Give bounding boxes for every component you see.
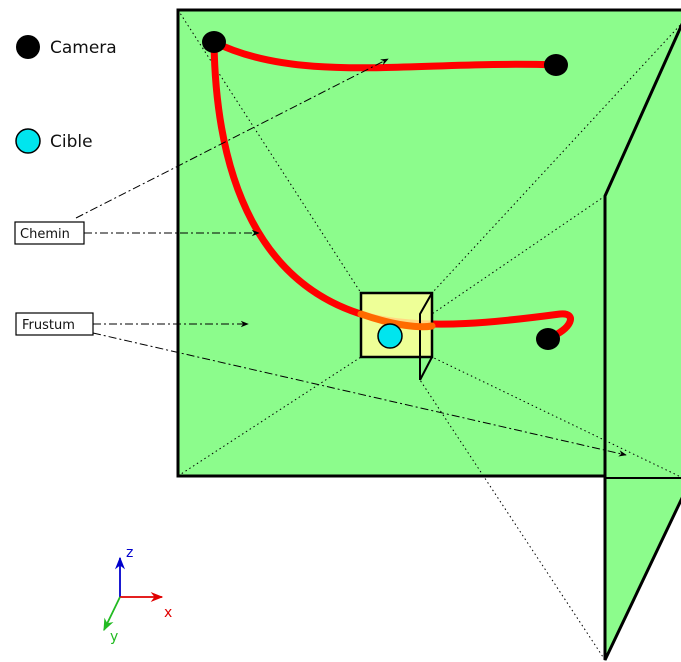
camera-marker	[536, 328, 560, 350]
target-legend-label: Cible	[50, 132, 93, 152]
path-callout: Chemin	[14, 221, 85, 245]
axes-gizmo: z x y	[103, 545, 172, 645]
legend: Camera Cible	[15, 35, 117, 154]
frustum-callout: Frustum	[15, 312, 94, 336]
z-axis-label: z	[126, 545, 133, 561]
y-axis-label: y	[110, 629, 118, 645]
callout-arrows	[75, 58, 627, 457]
camera-marker	[544, 54, 568, 76]
target-legend-icon	[15, 128, 41, 154]
path-callout-label: Chemin	[20, 227, 70, 242]
camera-marker	[202, 31, 226, 53]
camera-legend-icon	[16, 35, 40, 59]
camera-legend-label: Camera	[50, 38, 117, 58]
x-axis-label: x	[164, 605, 172, 621]
frustum-lines	[177, 9, 681, 661]
y-axis	[103, 596, 121, 632]
target-marker	[377, 323, 403, 349]
frustum-callout-label: Frustum	[22, 318, 75, 333]
camera-path-front	[357, 310, 436, 331]
